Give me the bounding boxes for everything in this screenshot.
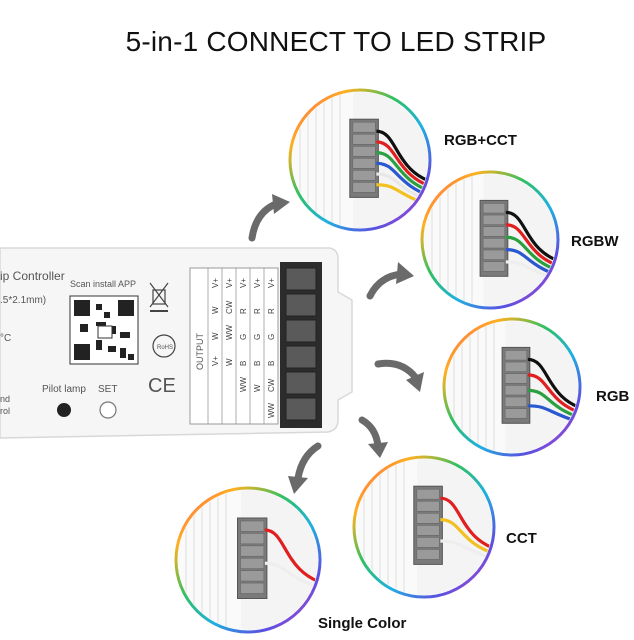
- detail-view-rgb-cct: [288, 88, 432, 232]
- terminal-table-cell: G: [239, 334, 248, 340]
- spec-text: .5*2.1mm): [0, 295, 46, 306]
- arrow-rgb: [374, 359, 420, 382]
- scan-app-text: Scan install APP: [70, 279, 136, 289]
- terminal-table-cell: R: [267, 308, 276, 314]
- terminal-table-cell: V+: [211, 356, 220, 366]
- terminal-table-cell: V+: [253, 278, 262, 288]
- mode-label-cct: CCT: [506, 530, 537, 547]
- left-text-2: rol: [0, 406, 10, 416]
- terminal-table-cell: G: [253, 334, 262, 340]
- pilot-lamp-label: Pilot lamp: [42, 384, 86, 395]
- output-label: OUTPUT: [195, 333, 205, 371]
- terminal-table-cell: G: [267, 334, 276, 340]
- terminal-table-cell: B: [267, 361, 276, 366]
- terminal-table-cell: WW: [267, 402, 276, 418]
- mode-label-rgbcct: RGB+CCT: [444, 132, 517, 149]
- terminal-table-cell: WW: [225, 324, 234, 340]
- terminal-table-cell: V+: [225, 278, 234, 288]
- detail-view-cct: [352, 455, 496, 599]
- terminal-table-cell: B: [239, 361, 248, 366]
- terminal-table-cell: V+: [239, 278, 248, 288]
- left-text-1: nd: [0, 394, 10, 404]
- terminal-table-cell: W: [211, 306, 220, 314]
- set-button-label: SET: [98, 384, 117, 395]
- terminal-table-cell: B: [253, 361, 262, 366]
- terminal-table-cell: R: [253, 308, 262, 314]
- temp-text: °C: [0, 333, 11, 344]
- rohs-mark: RoHS: [157, 345, 173, 351]
- detail-view-single-color: [174, 486, 322, 634]
- terminal-table-cell: W: [225, 358, 234, 366]
- terminal-table-cell: V+: [267, 278, 276, 288]
- terminal-table-cell: W: [253, 384, 262, 392]
- terminal-table-cell: W: [211, 332, 220, 340]
- terminal-table-cell: WW: [239, 376, 248, 392]
- terminal-table-cell: R: [239, 308, 248, 314]
- mode-label-rgbw: RGBW: [571, 233, 619, 250]
- page-title: 5-in-1 CONNECT TO LED STRIP: [125, 26, 547, 57]
- terminal-table-cell: CW: [267, 378, 276, 392]
- terminal-table-cell: CW: [225, 300, 234, 314]
- controller-body: [0, 247, 353, 439]
- controller-name: ip Controller: [0, 269, 65, 283]
- terminal-table-cell: V+: [211, 278, 220, 288]
- mode-label-single-color: Single Color: [318, 615, 407, 632]
- mode-label-rgb: RGB: [596, 388, 630, 405]
- arrow-single: [294, 442, 322, 482]
- detail-view-rgb: [442, 317, 582, 457]
- arrow-cct: [358, 416, 382, 450]
- detail-view-rgbw: [420, 170, 560, 310]
- ce-mark: CE: [148, 375, 176, 397]
- arrow-rgbcct: [248, 200, 280, 242]
